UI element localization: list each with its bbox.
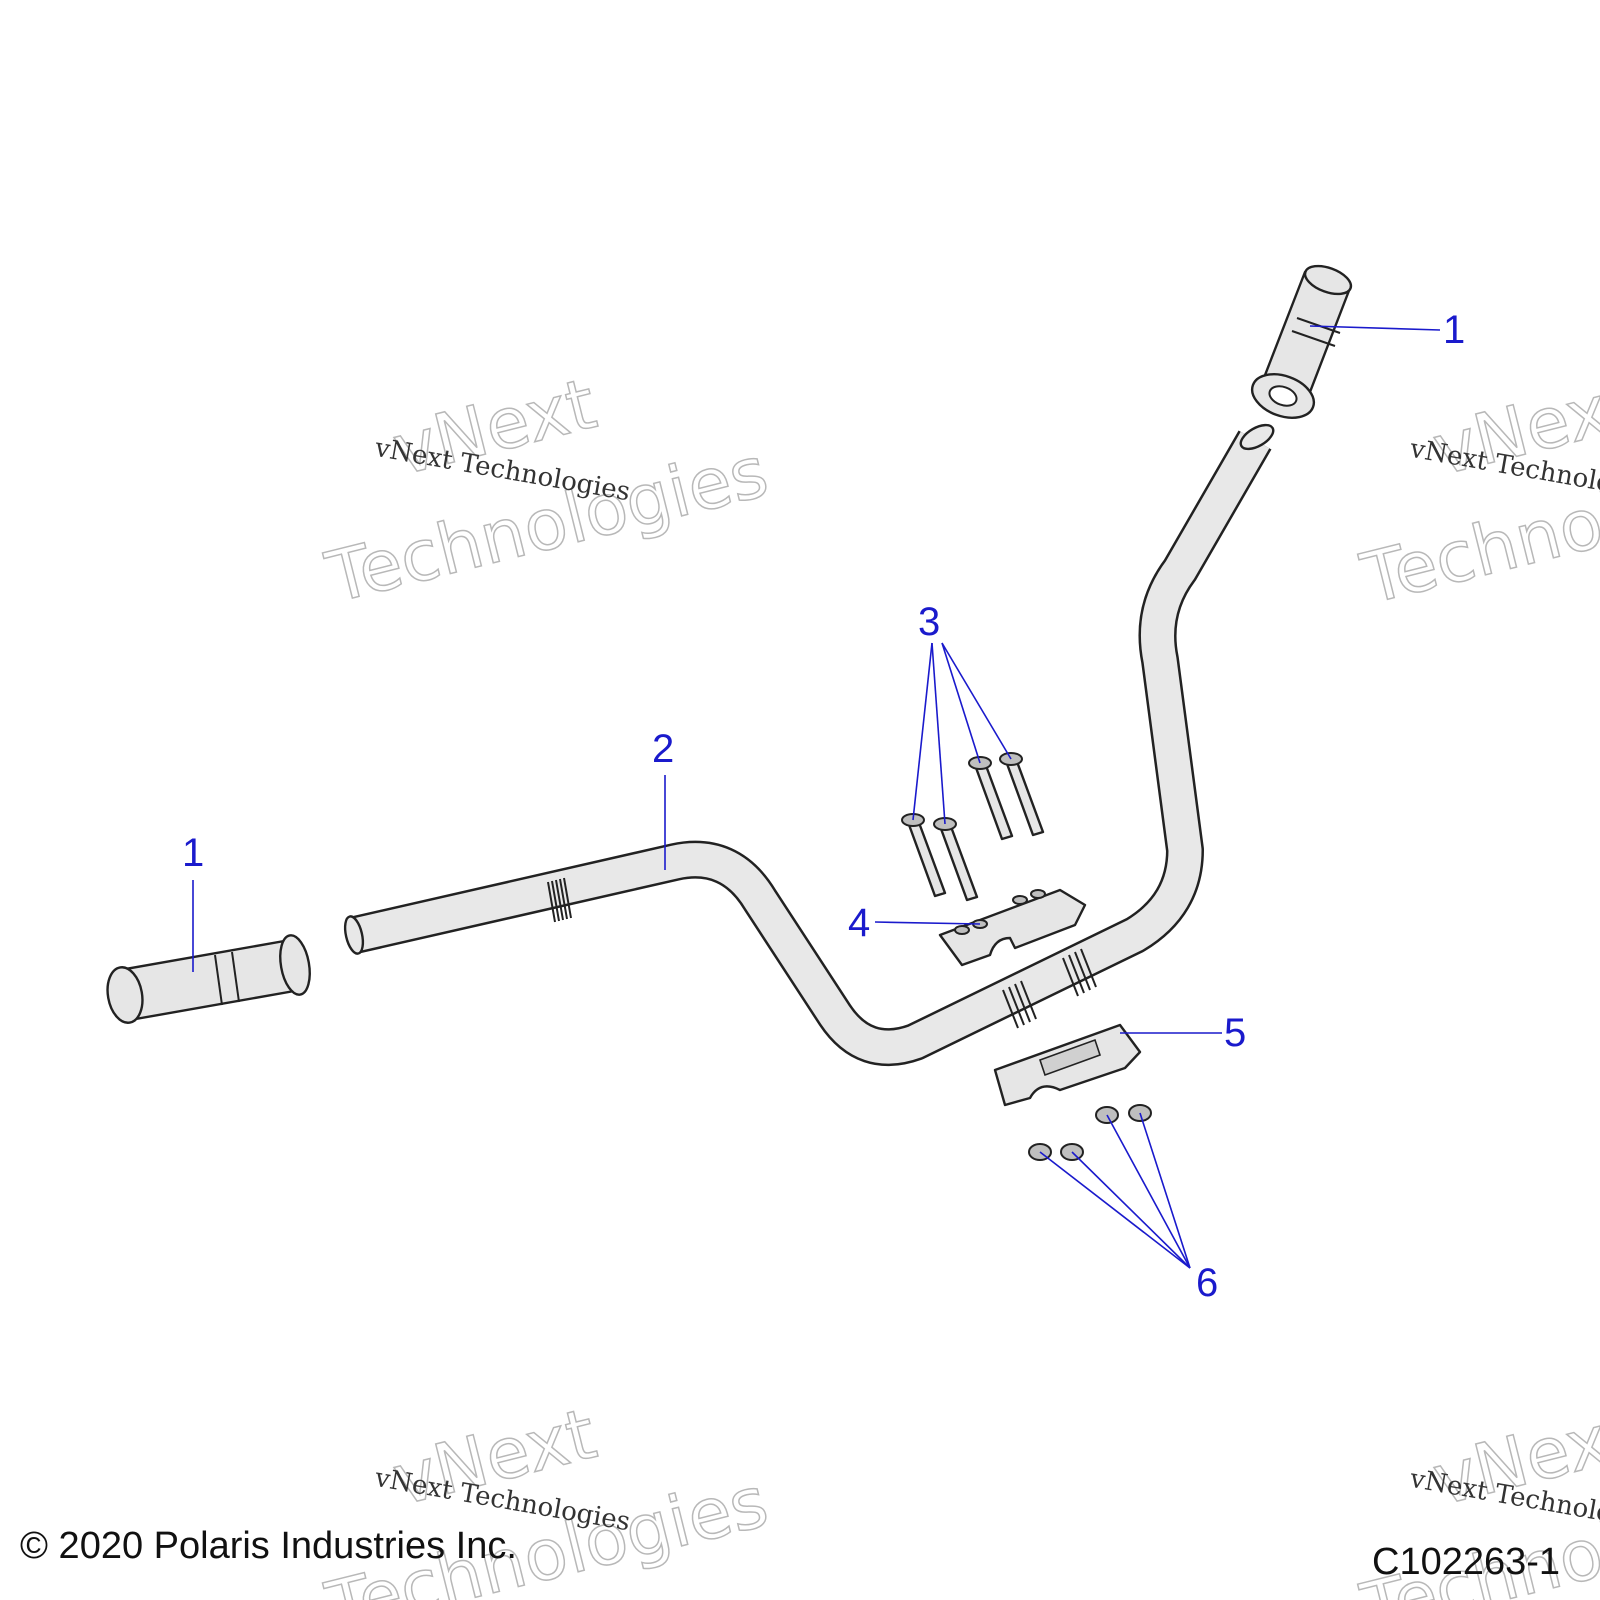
callout-label: 5 [1224, 1011, 1246, 1055]
callout-label: 1 [182, 831, 204, 875]
nuts-part [1028, 1104, 1152, 1161]
callout-label: 6 [1196, 1261, 1218, 1305]
figure-id: C102263-1 [1372, 1541, 1560, 1583]
handlebar-part [343, 423, 1275, 1067]
grip-right-part [1250, 264, 1353, 419]
callout-nuts: 6 [1039, 1112, 1218, 1305]
callout-grip-left: 1 [182, 831, 204, 972]
callout-handlebar: 2 [652, 727, 674, 870]
callout-label: 4 [848, 901, 870, 945]
callout-label: 2 [652, 727, 674, 771]
bolts-part [901, 752, 1045, 902]
bolt [968, 756, 1014, 841]
callout-label: 1 [1443, 308, 1465, 352]
upper-clamp-part [938, 888, 1087, 967]
callout-upper-clamp: 4 [848, 901, 981, 945]
callout-grip-right: 1 [1309, 308, 1465, 352]
watermark-top-left: vNext Technologies vNext Technologies [318, 362, 777, 620]
bolt [933, 817, 979, 902]
lower-clamp-part [993, 1023, 1142, 1107]
watermark-bottom-left: vNext Technologies vNext Technologies [318, 1392, 777, 1600]
knurl-left [547, 877, 572, 923]
callout-lower-clamp: 5 [1120, 1011, 1246, 1055]
copyright-text: © 2020 Polaris Industries Inc. [20, 1525, 517, 1567]
grip-left-part [106, 934, 311, 1024]
callout-label: 3 [918, 600, 940, 644]
callout-bolts: 3 [912, 600, 1012, 825]
knurl-center [1002, 948, 1097, 1029]
watermark-top-right: vNext Technologies vNext Technologies [1353, 362, 1600, 621]
bolt [901, 813, 947, 898]
